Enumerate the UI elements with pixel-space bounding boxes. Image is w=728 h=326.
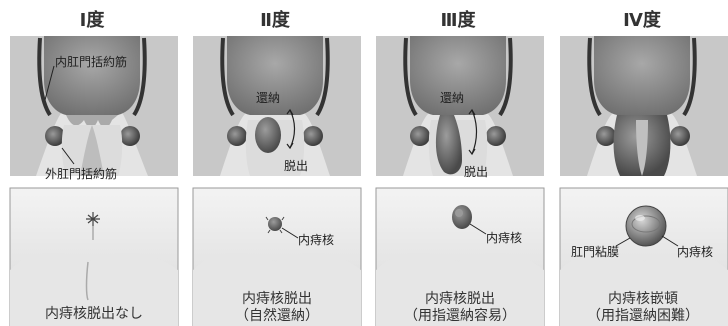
cross-section-grade-2 xyxy=(193,36,361,176)
cross-section-grade-3 xyxy=(376,36,544,176)
caption-grade-4-line1: 内痔核嵌頓 xyxy=(608,290,678,307)
grade-4-title: Ⅳ度 xyxy=(623,9,662,31)
label-reduce-3: 還納 xyxy=(440,91,464,105)
caption-grade-2-line2: （自然還納） xyxy=(235,307,319,324)
grade-2-title: Ⅱ度 xyxy=(260,9,291,31)
label-internal-hemorrhoid-4: 内痔核 xyxy=(677,244,713,259)
caption-grade-2-line1: 内痔核脱出 xyxy=(242,290,312,307)
label-internal-sphincter: 内肛門括約筋 xyxy=(55,54,127,69)
grade-1-title: Ⅰ度 xyxy=(80,9,106,31)
cross-section-grade-4 xyxy=(560,36,728,176)
caption-grade-3-line1: 内痔核脱出 xyxy=(425,290,495,307)
label-reduce-2: 還納 xyxy=(256,91,280,105)
label-prolapse-3: 脱出 xyxy=(464,164,488,179)
caption-grade-1-line1: 内痔核脱出なし xyxy=(45,305,143,322)
label-internal-hemorrhoid-3: 内痔核 xyxy=(486,230,522,245)
label-prolapse-2: 脱出 xyxy=(284,158,308,173)
label-anal-mucosa: 肛門粘膜 xyxy=(571,244,619,259)
label-external-sphincter: 外肛門括約筋 xyxy=(45,166,117,181)
caption-grade-3-line2: （用指還納容易） xyxy=(404,307,516,324)
grade-3-title: Ⅲ度 xyxy=(440,9,476,31)
caption-grade-4-line2: （用指還納困難） xyxy=(587,308,699,324)
label-internal-hemorrhoid-2: 内痔核 xyxy=(298,232,334,247)
